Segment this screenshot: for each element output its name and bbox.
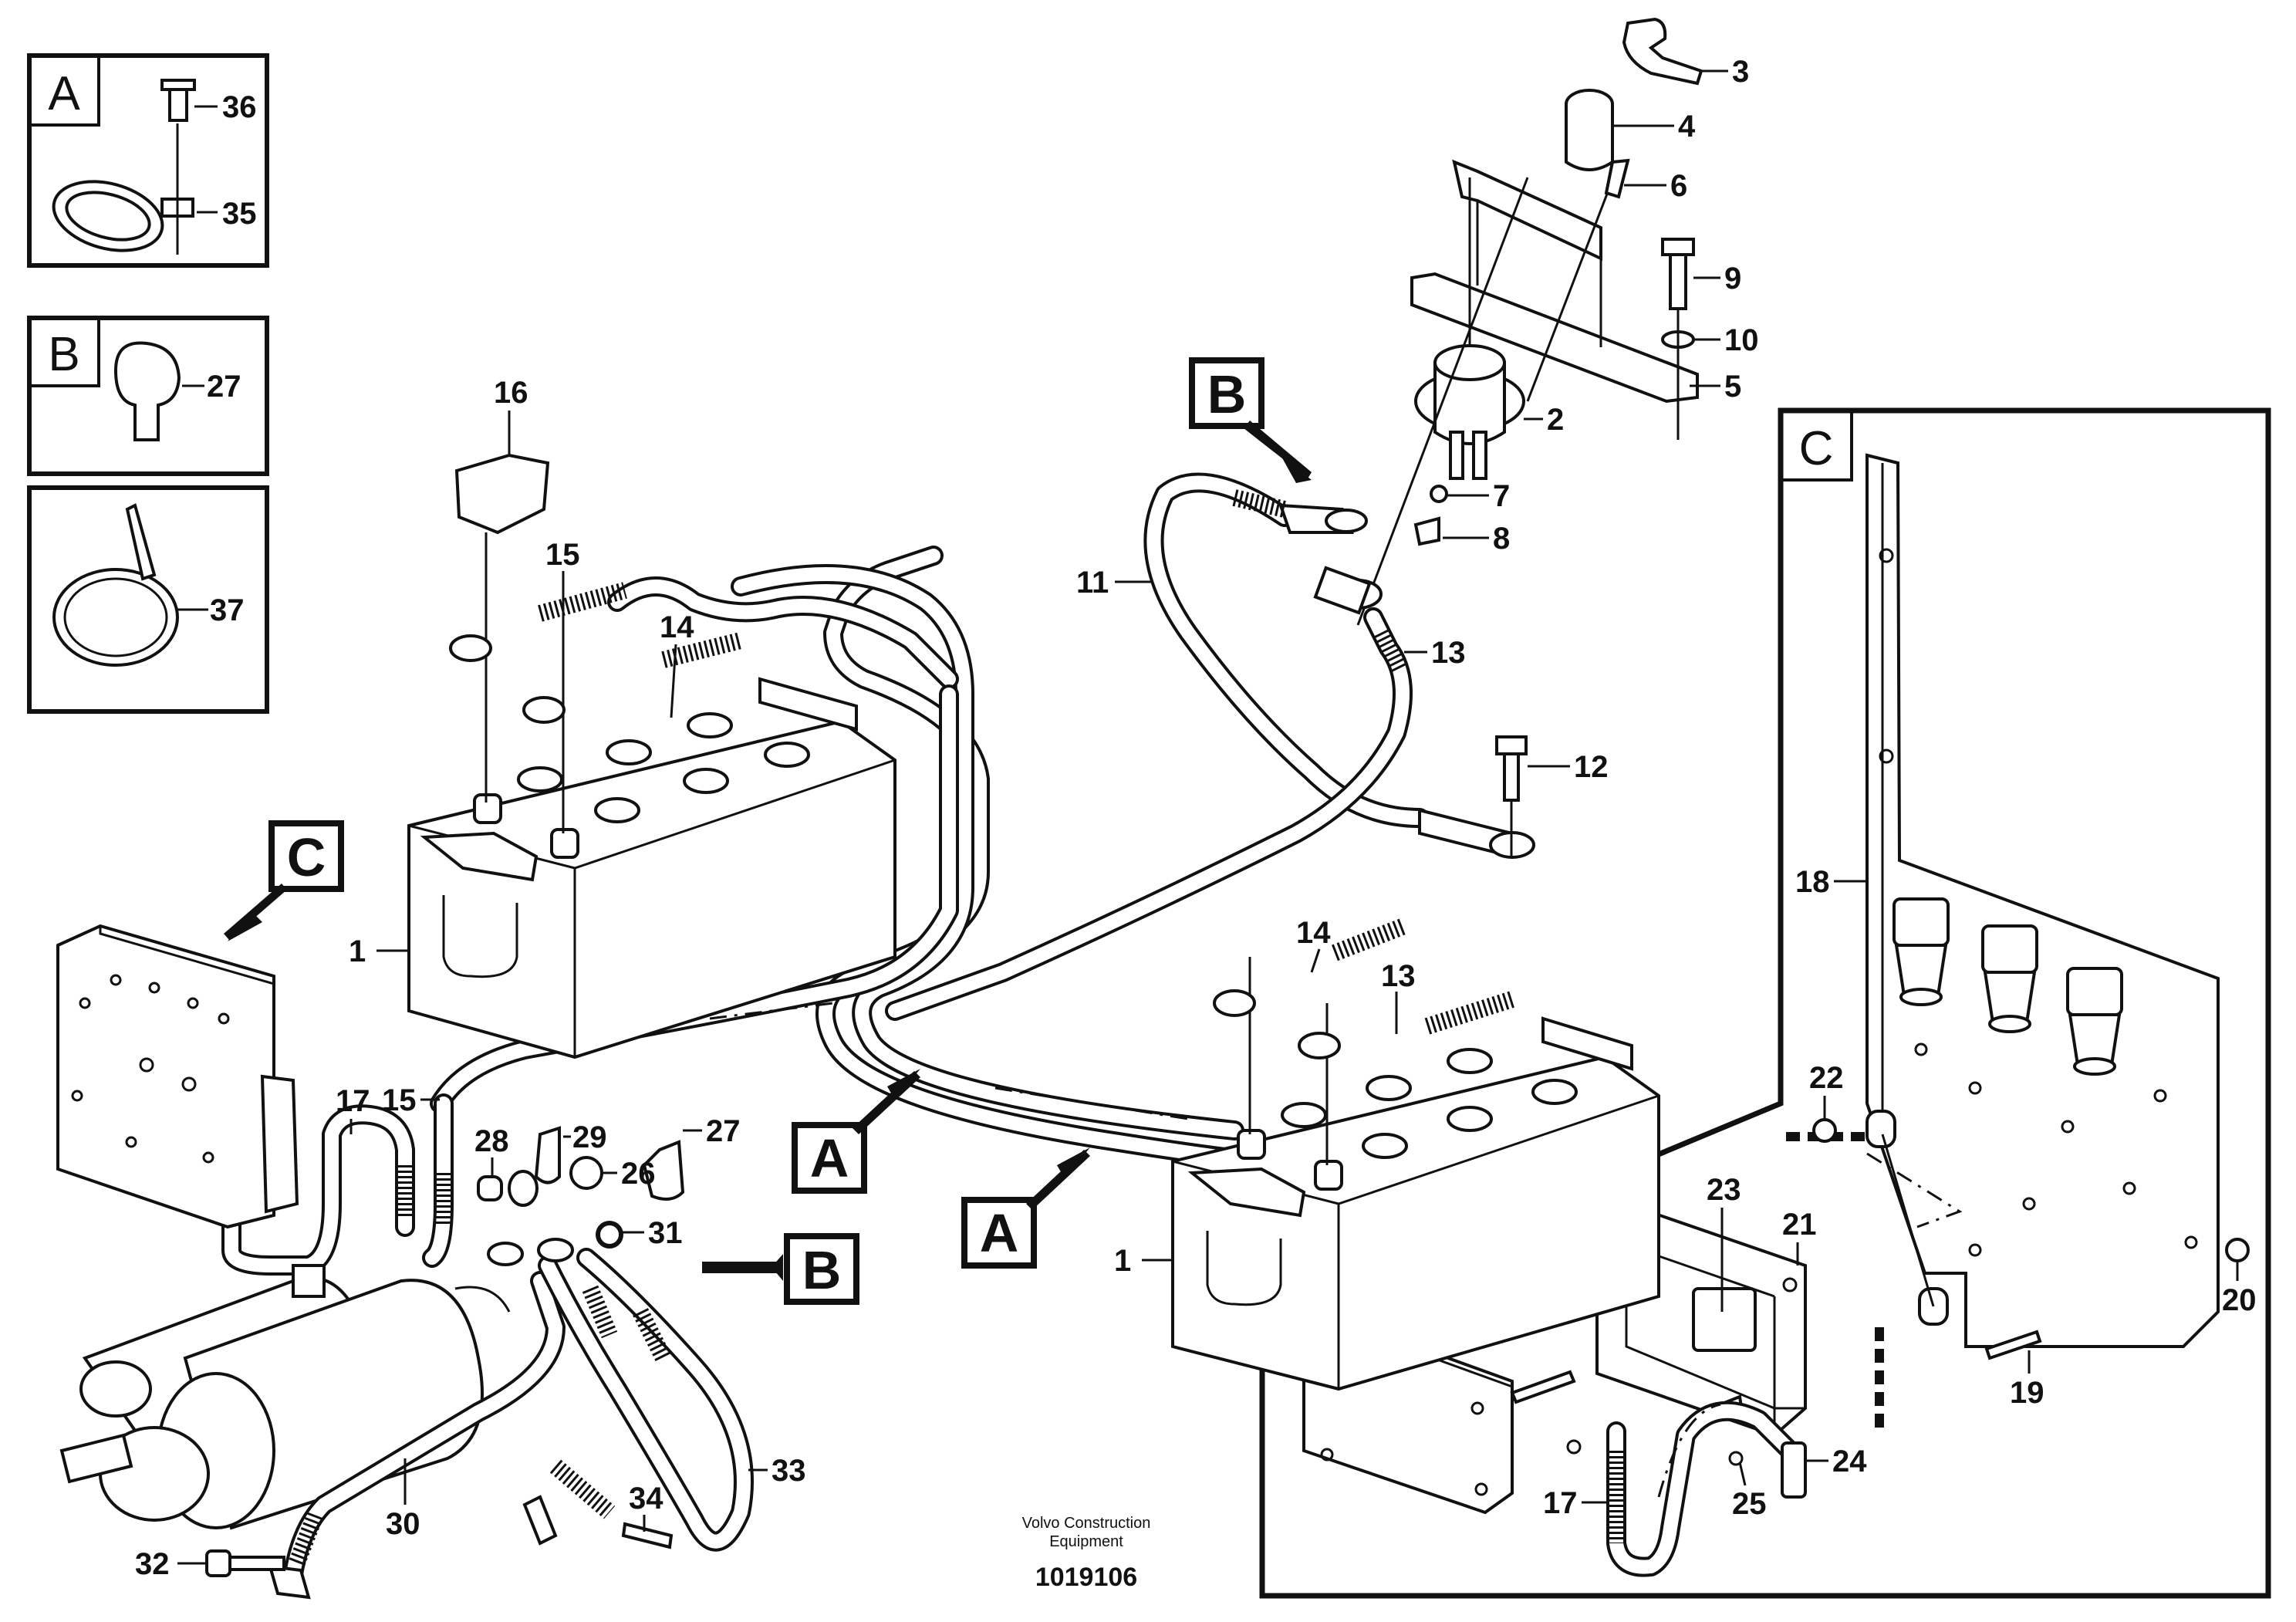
label-26: 26 — [621, 1157, 656, 1191]
svg-text:B: B — [802, 1240, 842, 1300]
caption-line2: Equipment — [1049, 1533, 1123, 1550]
inset-box-b: B 27 — [27, 316, 269, 476]
label-36: 36 — [222, 90, 257, 124]
label-17-left: 17 — [336, 1084, 370, 1118]
label-18: 18 — [1795, 865, 1830, 899]
relay-bracket — [1866, 453, 2220, 1348]
label-17-right: 17 — [1543, 1486, 1578, 1520]
svg-text:C: C — [287, 827, 326, 887]
callout-b-right: B — [702, 1233, 859, 1305]
relays — [1893, 897, 2123, 1076]
label-28: 28 — [474, 1124, 509, 1158]
bolt-12 — [1495, 735, 1528, 857]
label-20: 20 — [2222, 1283, 2257, 1317]
label-19: 19 — [2010, 1376, 2044, 1410]
small-parts — [477, 1126, 685, 1249]
bolt-32 — [205, 1549, 285, 1577]
label-33: 33 — [772, 1454, 806, 1488]
label-30: 30 — [386, 1507, 420, 1541]
label-13-top: 13 — [1431, 636, 1466, 670]
inset-a-letter: A — [48, 67, 80, 120]
callout-a-mid: A — [792, 1069, 920, 1194]
cable-13-top — [885, 566, 1413, 1021]
label-1-upper: 1 — [349, 934, 366, 968]
label-3: 3 — [1732, 55, 1749, 89]
inset-c-letter: C — [1799, 422, 1834, 475]
starter-motor — [59, 1264, 511, 1530]
cables-30-33 — [268, 1222, 754, 1600]
label-31: 31 — [648, 1216, 683, 1250]
label-22: 22 — [1809, 1061, 1844, 1095]
label-16: 16 — [494, 376, 528, 410]
label-35: 35 — [222, 197, 257, 231]
label-25: 25 — [1732, 1487, 1767, 1521]
label-15-upper: 15 — [545, 538, 580, 572]
label-12: 12 — [1574, 750, 1609, 784]
callout-a-lower: A — [961, 1147, 1090, 1269]
label-5: 5 — [1724, 370, 1741, 404]
battery-upper — [407, 453, 896, 1059]
label-2: 2 — [1547, 403, 1564, 437]
label-15-lower: 15 — [382, 1083, 417, 1117]
label-32: 32 — [135, 1547, 170, 1581]
label-10: 10 — [1724, 323, 1759, 357]
label-14-lower: 14 — [1296, 916, 1331, 950]
label-8: 8 — [1493, 522, 1510, 556]
label-4: 4 — [1678, 110, 1696, 144]
label-29: 29 — [572, 1120, 607, 1154]
caption-line1: Volvo Construction — [1022, 1515, 1151, 1532]
control-unit-left — [56, 924, 299, 1229]
part-labels: 1 1 2 3 4 5 6 7 8 9 10 11 12 — [135, 55, 2257, 1581]
label-11: 11 — [1076, 566, 1109, 600]
document-number: 1019106 — [1035, 1563, 1137, 1592]
label-34: 34 — [629, 1482, 663, 1516]
label-27-main: 27 — [706, 1114, 741, 1148]
boot-part — [113, 341, 181, 441]
cable-11 — [1143, 472, 1535, 859]
label-27: 27 — [207, 370, 241, 404]
inset-box-cable-tie: 37 — [27, 485, 269, 714]
label-24: 24 — [1832, 1445, 1867, 1478]
label-7: 7 — [1493, 479, 1510, 513]
callout-b-top: B — [1189, 357, 1312, 483]
label-13-lower: 13 — [1381, 959, 1416, 993]
label-6: 6 — [1670, 169, 1687, 203]
cable-15-lower — [221, 1093, 454, 1276]
label-9: 9 — [1724, 262, 1741, 296]
label-23: 23 — [1707, 1173, 1741, 1207]
inset-box-c: C — [1259, 407, 2271, 1599]
label-14-upper: 14 — [660, 610, 694, 644]
callout-c-left: C — [224, 820, 344, 941]
label-21: 21 — [1782, 1208, 1817, 1242]
clamp-part — [52, 79, 196, 255]
svg-text:A: A — [980, 1203, 1019, 1263]
svg-text:B: B — [1207, 364, 1247, 424]
label-37: 37 — [210, 593, 245, 627]
caption: Volvo Construction Equipment 1019106 — [1022, 1515, 1151, 1592]
svg-text:A: A — [810, 1128, 849, 1188]
inset-b-letter: B — [48, 328, 79, 381]
label-1-lower: 1 — [1114, 1244, 1131, 1278]
inset-box-a: A 36 35 — [27, 53, 269, 268]
cable-tie-part — [52, 503, 179, 667]
main-switch-assembly — [1356, 17, 1703, 626]
battery-lower — [1171, 957, 1660, 1391]
